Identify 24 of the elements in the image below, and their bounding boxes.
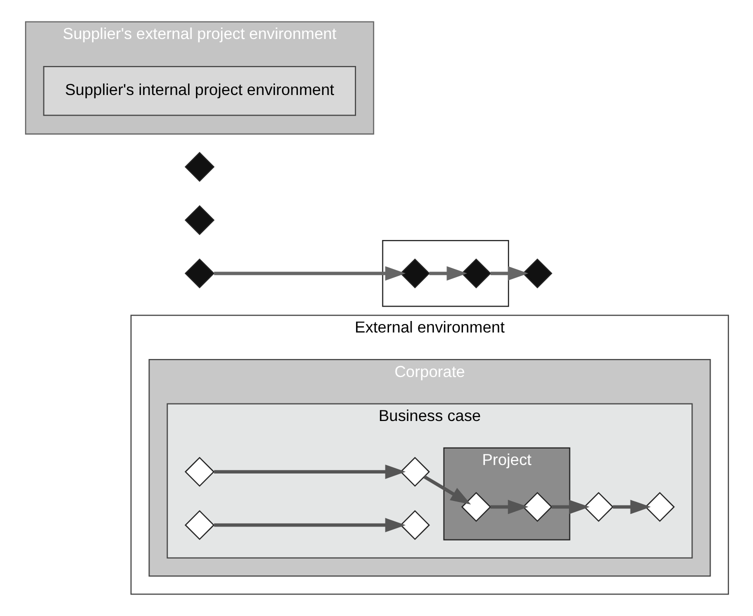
node-box: Supplier's internal project environment	[42, 66, 356, 116]
node-diamond	[400, 258, 430, 288]
arrow	[612, 500, 650, 514]
node-diamond	[400, 456, 430, 487]
node-diamond	[184, 205, 214, 236]
node-diamond	[460, 492, 491, 522]
arrow	[214, 518, 406, 532]
node-diamond	[583, 492, 614, 522]
node-diamond	[184, 258, 214, 288]
node-diamond	[522, 492, 552, 522]
arrow	[214, 266, 406, 281]
node-diamond	[400, 510, 430, 540]
arrow	[490, 500, 528, 514]
node-diamond	[184, 456, 214, 487]
node-diamond	[184, 510, 214, 540]
arrow	[214, 464, 406, 479]
arrow	[490, 266, 528, 281]
arrow	[422, 475, 470, 504]
node-diamond	[184, 152, 214, 182]
arrow	[551, 500, 590, 514]
arrow	[428, 266, 467, 281]
node-diamond	[644, 492, 674, 522]
node-diamond	[522, 258, 552, 288]
node-diamond	[460, 258, 491, 288]
